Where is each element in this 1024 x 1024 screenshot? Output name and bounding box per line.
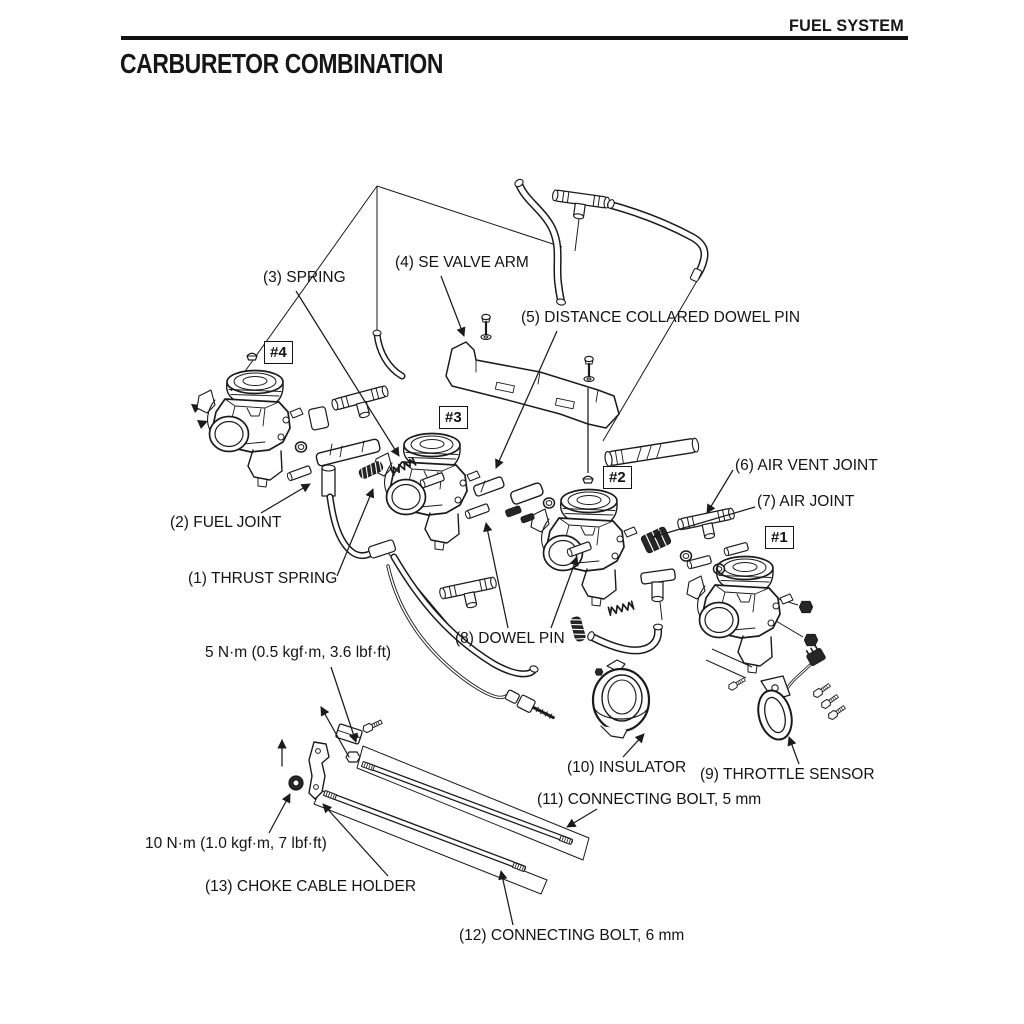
carb2-parts <box>569 507 750 643</box>
carburetor-3-drawing <box>373 432 481 551</box>
label-connecting-bolt-6mm: (12) CONNECTING BOLT, 6 mm <box>459 927 685 944</box>
spring-cap <box>246 352 258 361</box>
se-arm-screw <box>582 355 596 383</box>
carb-3-tag: #3 <box>439 406 468 429</box>
se-arm-screw <box>479 313 493 341</box>
label-air-vent-joint: (6) AIR VENT JOINT <box>735 457 878 474</box>
label-throttle-sensor: (9) THROTTLE SENSOR <box>700 766 875 783</box>
label-distance-collared-dowel-pin: (5) DISTANCE COLLARED DOWEL PIN <box>521 309 801 326</box>
page-title: CARBURETOR COMBINATION <box>120 48 444 79</box>
carb-1-tag: #1 <box>765 526 794 549</box>
vent-hoses <box>514 178 709 306</box>
direction-chevron-icon <box>197 420 208 429</box>
label-thrust-spring: (1) THRUST SPRING <box>188 570 338 587</box>
insulator-drawing <box>591 659 651 739</box>
leader-lines <box>260 275 800 926</box>
choke-cable <box>386 564 555 720</box>
label-connecting-bolt-5mm: (11) CONNECTING BOLT, 5 mm <box>537 791 762 808</box>
carb-2-tag: #2 <box>603 466 632 489</box>
air-joint-drawing <box>640 526 672 554</box>
fuel-rail-pipe <box>604 437 700 467</box>
label-spring: (3) SPRING <box>263 269 346 286</box>
header-rule <box>121 36 908 40</box>
spring-cap <box>582 475 594 484</box>
vent-tube <box>372 329 406 380</box>
label-torque-10nm: 10 N·m (1.0 kgf·m, 7 lbf·ft) <box>145 835 327 852</box>
label-insulator: (10) INSULATOR <box>567 759 687 776</box>
label-torque-5nm: 5 N·m (0.5 kgf·m, 3.6 lbf·ft) <box>205 644 392 661</box>
elbow-hose <box>587 623 664 655</box>
label-choke-cable-holder: (13) CHOKE CABLE HOLDER <box>205 878 417 895</box>
carburetor-1-drawing <box>686 555 794 674</box>
carburetor-4-drawing <box>196 369 304 488</box>
carb3-parts <box>438 437 700 615</box>
label-dowel-pin: (8) DOWEL PIN <box>455 630 565 647</box>
carb4-parts <box>285 384 446 497</box>
throttle-sensor-drawing <box>726 600 847 741</box>
label-se-valve-arm: (4) SE VALVE ARM <box>395 254 529 271</box>
label-air-joint: (7) AIR JOINT <box>757 493 855 510</box>
label-fuel-joint: (2) FUEL JOINT <box>170 514 282 531</box>
carb-4-tag: #4 <box>264 341 293 364</box>
fuel-hose <box>326 493 539 678</box>
section-header: FUEL SYSTEM <box>789 16 904 35</box>
